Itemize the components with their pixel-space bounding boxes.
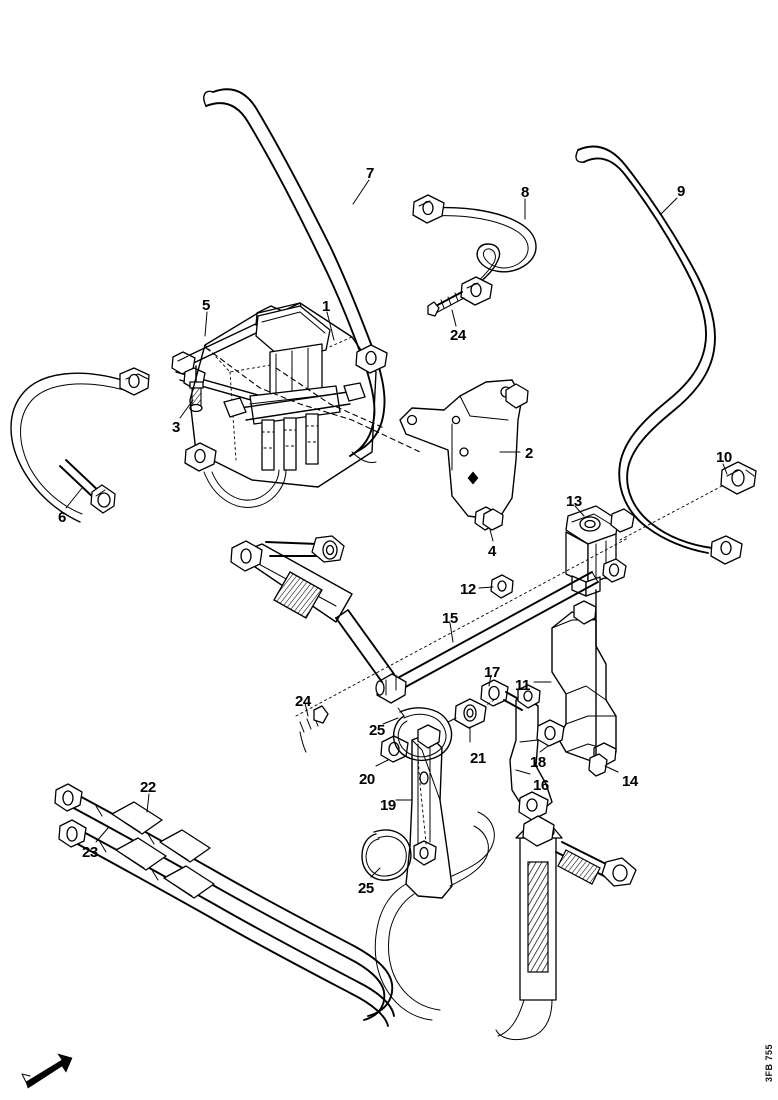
cylinder-rod-assembly-mid [230, 535, 395, 683]
part-14-pin [588, 753, 619, 777]
callout-leader-lines [65, 179, 728, 878]
callout-20: 20 [359, 771, 375, 788]
callout-22: 22 [140, 779, 156, 796]
callout-24-lower: 24 [295, 693, 311, 710]
part-4-nut [482, 508, 504, 542]
part-1-valve-block [184, 302, 421, 508]
part-18-nut [536, 719, 565, 753]
callout-6: 6 [58, 509, 67, 526]
callout-5: 5 [202, 297, 211, 314]
part-24-banjo-fitting-upper [427, 291, 465, 317]
part-6-fitting [10, 367, 150, 523]
callout-21: 21 [470, 750, 486, 767]
callout-11: 11 [515, 677, 530, 694]
callout-16: 16 [533, 777, 549, 794]
sheet-code-label: 3FB 755 [764, 1043, 774, 1083]
callout-25-lower: 25 [358, 880, 374, 897]
callout-4: 4 [488, 543, 497, 560]
part-20-bolt [375, 735, 409, 767]
part-3-bolt [189, 365, 204, 413]
lower-hose-bundle [374, 811, 495, 1021]
part-16-link [509, 684, 553, 821]
part-9-hose [575, 145, 743, 565]
callout-7: 7 [366, 165, 375, 182]
callout-15: 15 [442, 610, 458, 627]
callout-2: 2 [525, 445, 534, 462]
callout-24-upper: 24 [450, 327, 466, 344]
part-15-rod [295, 537, 629, 717]
callout-1: 1 [322, 298, 331, 315]
part-8-hose [412, 194, 537, 306]
callout-19: 19 [380, 797, 396, 814]
part-13-cylinder [565, 505, 635, 597]
part-25-retaining-clip-lower [361, 829, 412, 881]
callout-18: 18 [530, 754, 546, 771]
part-2-bracket [399, 379, 529, 531]
lower-right-cylinder [495, 815, 637, 1041]
direction-of-travel-arrow-icon [21, 1053, 73, 1089]
part-17-bolt [469, 679, 525, 717]
part-21-bushing [454, 698, 487, 743]
callout-9: 9 [677, 183, 686, 200]
callout-25-upper: 25 [369, 722, 385, 739]
part-22-tube [54, 783, 394, 1021]
callout-17: 17 [484, 664, 500, 681]
part-12-nut [490, 574, 514, 599]
callout-8: 8 [521, 184, 530, 201]
part-24-banjo-fitting-lower [299, 705, 329, 753]
part-10-fitting [619, 461, 757, 541]
part-25-retaining-clip-upper [392, 707, 457, 845]
part-23-tube [58, 819, 395, 1027]
callout-23: 23 [82, 844, 98, 861]
callout-3: 3 [172, 419, 181, 436]
callout-14: 14 [622, 773, 638, 790]
callout-13: 13 [566, 493, 582, 510]
callout-10: 10 [716, 449, 732, 466]
callout-12: 12 [460, 581, 476, 598]
